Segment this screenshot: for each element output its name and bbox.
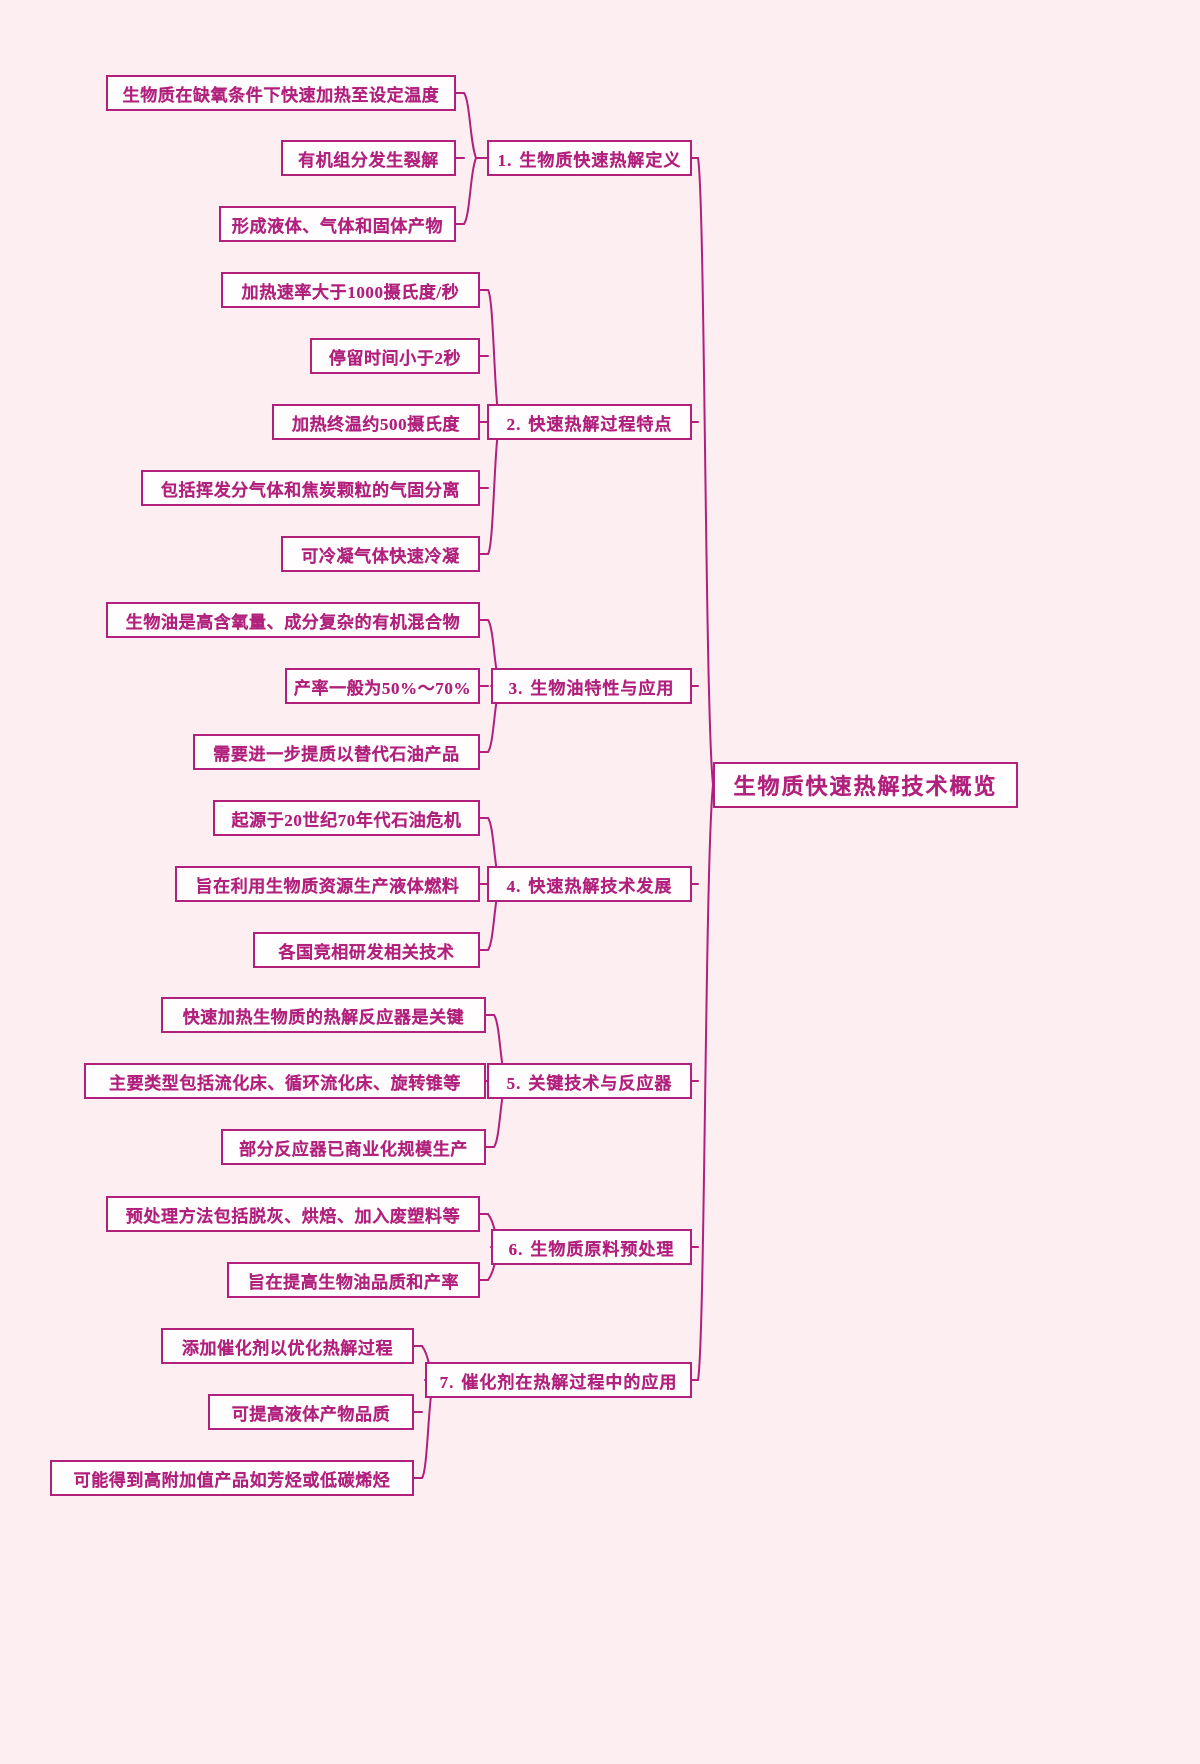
leaf-label: 快速加热生物质的热解反应器是关键 xyxy=(182,1007,465,1027)
leaf-node-7-2[interactable]: 可提高液体产物品质 xyxy=(208,1394,414,1430)
level1-label: 催化剂在热解过程中的应用 xyxy=(461,1372,678,1392)
level1-text: 4. 快速热解技术发展 xyxy=(507,872,673,897)
leaf-node-7-1[interactable]: 添加催化剂以优化热解过程 xyxy=(161,1328,414,1364)
connector xyxy=(487,421,501,555)
level1-label: 快速热解过程特点 xyxy=(528,414,673,434)
branch-node-1[interactable]: 1. 生物质快速热解定义 xyxy=(487,140,692,176)
connector xyxy=(463,92,477,159)
leaf-label: 旨在提高生物油品质和产率 xyxy=(247,1272,460,1292)
root-node[interactable]: 生物质快速热解技术概览 xyxy=(713,762,1018,808)
leaf-node-6-2[interactable]: 旨在提高生物油品质和产率 xyxy=(227,1262,480,1298)
level1-index: 1. xyxy=(497,150,513,170)
leaf-node-4-3[interactable]: 各国竞相研发相关技术 xyxy=(253,932,480,968)
leaf-node-3-2[interactable]: 产率一般为50%～70% xyxy=(285,668,480,704)
level1-text: 5. 关键技术与反应器 xyxy=(507,1069,673,1094)
leaf-node-1-3[interactable]: 形成液体、气体和固体产物 xyxy=(219,206,456,242)
level1-text: 7. 催化剂在热解过程中的应用 xyxy=(440,1368,678,1393)
level1-text: 1. 生物质快速热解定义 xyxy=(498,146,682,171)
leaf-label: 预处理方法包括脱灰、烘焙、加入废塑料等 xyxy=(125,1206,461,1226)
level1-label: 快速热解技术发展 xyxy=(528,876,673,896)
leaf-node-5-3[interactable]: 部分反应器已商业化规模生产 xyxy=(221,1129,486,1165)
leaf-label: 形成液体、气体和固体产物 xyxy=(231,216,444,236)
leaf-label: 可能得到高附加值产品如芳烃或低碳烯烃 xyxy=(73,1470,391,1490)
branch-node-7[interactable]: 7. 催化剂在热解过程中的应用 xyxy=(425,1362,692,1398)
branch-node-3[interactable]: 3. 生物油特性与应用 xyxy=(491,668,692,704)
leaf-node-2-1[interactable]: 加热速率大于1000摄氏度/秒 xyxy=(221,272,480,308)
level1-index: 5. xyxy=(506,1073,522,1093)
connector xyxy=(697,157,714,786)
level1-index: 3. xyxy=(508,678,524,698)
leaf-node-2-3[interactable]: 加热终温约500摄氏度 xyxy=(272,404,480,440)
leaf-node-5-1[interactable]: 快速加热生物质的热解反应器是关键 xyxy=(161,997,486,1033)
leaf-label: 产率一般为50%～70% xyxy=(293,678,472,698)
leaf-label: 起源于20世纪70年代石油危机 xyxy=(231,810,462,830)
level1-label: 关键技术与反应器 xyxy=(528,1073,673,1093)
leaf-label: 主要类型包括流化床、循环流化床、旋转锥等 xyxy=(109,1073,461,1093)
branch-node-2[interactable]: 2. 快速热解过程特点 xyxy=(487,404,692,440)
leaf-node-2-5[interactable]: 可冷凝气体快速冷凝 xyxy=(281,536,480,572)
level1-label: 生物油特性与应用 xyxy=(530,678,675,698)
leaf-label: 添加催化剂以优化热解过程 xyxy=(181,1338,394,1358)
leaf-node-5-2[interactable]: 主要类型包括流化床、循环流化床、旋转锥等 xyxy=(84,1063,486,1099)
leaf-node-2-2[interactable]: 停留时间小于2秒 xyxy=(310,338,480,374)
leaf-node-1-2[interactable]: 有机组分发生裂解 xyxy=(281,140,456,176)
level1-text: 2. 快速热解过程特点 xyxy=(507,410,673,435)
leaf-label: 加热终温约500摄氏度 xyxy=(291,414,461,434)
leaf-label: 需要进一步提质以替代石油产品 xyxy=(213,744,460,764)
leaf-label: 可冷凝气体快速冷凝 xyxy=(301,546,460,566)
level1-text: 3. 生物油特性与应用 xyxy=(509,674,675,699)
leaf-node-3-1[interactable]: 生物油是高含氧量、成分复杂的有机混合物 xyxy=(106,602,480,638)
leaf-label: 停留时间小于2秒 xyxy=(328,348,462,368)
branch-node-6[interactable]: 6. 生物质原料预处理 xyxy=(491,1229,692,1265)
leaf-label: 可提高液体产物品质 xyxy=(231,1404,391,1424)
connector xyxy=(697,784,714,1381)
level1-index: 7. xyxy=(439,1372,455,1392)
branch-node-4[interactable]: 4. 快速热解技术发展 xyxy=(487,866,692,902)
connector xyxy=(463,157,477,225)
leaf-node-4-2[interactable]: 旨在利用生物质资源生产液体燃料 xyxy=(175,866,480,902)
branch-node-5[interactable]: 5. 关键技术与反应器 xyxy=(487,1063,692,1099)
leaf-label: 包括挥发分气体和焦炭颗粒的气固分离 xyxy=(160,480,461,500)
leaf-node-2-4[interactable]: 包括挥发分气体和焦炭颗粒的气固分离 xyxy=(141,470,480,506)
level1-index: 2. xyxy=(506,414,522,434)
root-label: 生物质快速热解技术概览 xyxy=(733,774,998,799)
leaf-node-7-3[interactable]: 可能得到高附加值产品如芳烃或低碳烯烃 xyxy=(50,1460,414,1496)
level1-label: 生物质原料预处理 xyxy=(530,1239,675,1259)
leaf-node-1-1[interactable]: 生物质在缺氧条件下快速加热至设定温度 xyxy=(106,75,456,111)
leaf-label: 生物质在缺氧条件下快速加热至设定温度 xyxy=(122,85,440,105)
leaf-label: 有机组分发生裂解 xyxy=(298,150,439,170)
leaf-label: 各国竞相研发相关技术 xyxy=(278,942,455,962)
level1-index: 6. xyxy=(508,1239,524,1259)
level1-index: 4. xyxy=(506,876,522,896)
connector xyxy=(487,289,501,423)
leaf-label: 生物油是高含氧量、成分复杂的有机混合物 xyxy=(125,612,461,632)
level1-text: 6. 生物质原料预处理 xyxy=(509,1235,675,1260)
leaf-label: 部分反应器已商业化规模生产 xyxy=(239,1139,468,1159)
leaf-node-3-3[interactable]: 需要进一步提质以替代石油产品 xyxy=(193,734,480,770)
leaf-node-6-1[interactable]: 预处理方法包括脱灰、烘焙、加入废塑料等 xyxy=(106,1196,480,1232)
leaf-node-4-1[interactable]: 起源于20世纪70年代石油危机 xyxy=(213,800,480,836)
level1-label: 生物质快速热解定义 xyxy=(519,150,682,170)
leaf-label: 旨在利用生物质资源生产液体燃料 xyxy=(195,876,460,896)
leaf-label: 加热速率大于1000摄氏度/秒 xyxy=(241,282,460,302)
